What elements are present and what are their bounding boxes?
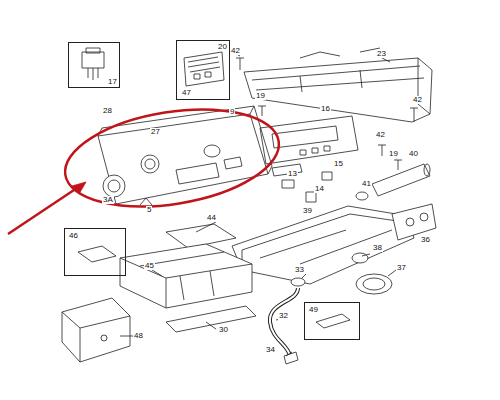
callout-number: 47	[181, 89, 192, 97]
top-frame	[244, 48, 432, 122]
callout-number: 32	[278, 312, 289, 320]
callout-number: 19	[255, 92, 266, 100]
callout-number: 3A	[102, 196, 114, 204]
flap-part	[316, 314, 350, 328]
callout-number: 45	[144, 262, 155, 270]
tube	[356, 164, 430, 200]
callout-number: 41	[361, 180, 372, 188]
screws	[236, 58, 418, 170]
callout-number: 44	[206, 214, 217, 222]
callout-number: 15	[333, 160, 344, 168]
drawer-handle	[62, 298, 130, 362]
callout-number: 28	[102, 107, 113, 115]
callout-number: 14	[314, 185, 325, 193]
hose-parts	[270, 253, 392, 364]
inset-box: 49	[304, 302, 360, 340]
callout-number: 33	[294, 266, 305, 274]
callout-number: 17	[107, 78, 118, 86]
callout-number: 23	[376, 50, 387, 58]
callout-number: 46	[68, 232, 79, 240]
inset-box: 2047	[176, 40, 230, 100]
base-plate	[166, 306, 256, 332]
callout-number: 39	[302, 207, 313, 215]
callout-number: 20	[217, 43, 228, 51]
callout-number: 42	[230, 47, 241, 55]
inset-box: 46	[64, 228, 126, 276]
arrow-head	[72, 182, 86, 194]
callout-number: 42	[375, 131, 386, 139]
callout-number: 42	[412, 96, 423, 104]
pcb-part	[184, 52, 224, 86]
callout-number: 36	[420, 236, 431, 244]
callout-number: 37	[396, 264, 407, 272]
callout-number: 34	[265, 346, 276, 354]
callout-number: 9	[229, 108, 235, 116]
callout-number: 30	[218, 326, 229, 334]
siphon-part	[78, 246, 116, 262]
pointer-arrow	[8, 186, 80, 234]
callout-number: 19	[388, 150, 399, 158]
drawer-insert	[166, 224, 236, 248]
highlight-ellipse	[58, 96, 286, 221]
callout-number: 38	[372, 244, 383, 252]
dispenser-housing	[232, 206, 414, 284]
drawer	[120, 244, 252, 308]
callout-number: 48	[133, 332, 144, 340]
callout-number: 16	[320, 105, 331, 113]
inset-box: 17	[68, 42, 120, 88]
callout-number: 40	[408, 150, 419, 158]
connector-part	[82, 48, 104, 80]
front-panel	[98, 106, 272, 205]
callout-number: 5	[146, 206, 152, 214]
callout-number: 27	[150, 128, 161, 136]
callout-number: 49	[308, 306, 319, 314]
callout-number: 13	[287, 170, 298, 178]
valve	[392, 204, 436, 240]
buttons	[272, 164, 332, 202]
